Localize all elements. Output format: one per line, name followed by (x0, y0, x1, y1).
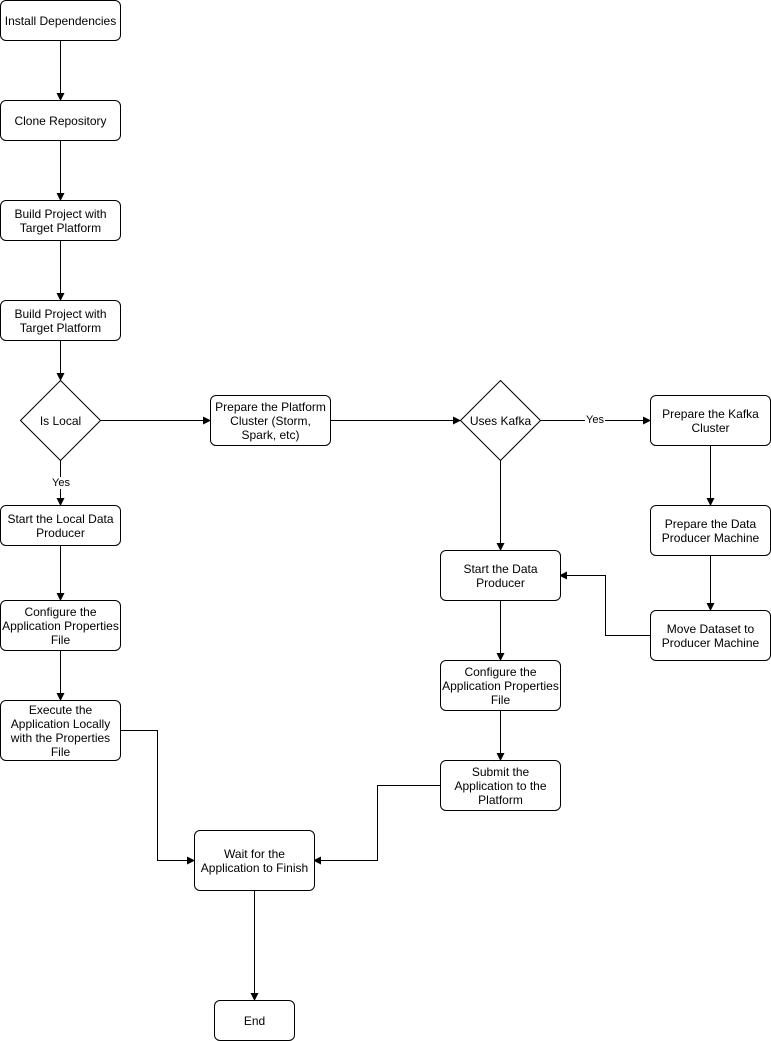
node-install-dependencies: Install Dependencies (0, 0, 121, 41)
node-start-data-producer: Start the Data Producer (440, 550, 561, 601)
decision-uses-kafka: Uses Kafka (460, 380, 541, 461)
node-clone-repository: Clone Repository (0, 100, 121, 141)
edge-label-is-local-yes: Yes (51, 477, 71, 489)
node-prepare-data-producer-machine: Prepare the Data Producer Machine (650, 505, 771, 556)
node-end: End (214, 1000, 295, 1041)
edge-execute-local-to-wait (120, 730, 195, 865)
node-submit-application: Submit the Application to the Platform (440, 760, 561, 811)
node-prepare-kafka-cluster: Prepare the Kafka Cluster (650, 395, 771, 446)
decision-uses-kafka-label: Uses Kafka (469, 413, 532, 428)
decision-is-local-label: Is Local (39, 413, 82, 428)
node-wait-for-finish: Wait for the Application to Finish (194, 830, 315, 891)
node-configure-properties-remote: Configure the Application Properties Fil… (440, 660, 561, 711)
node-execute-locally: Execute the Application Locally with the… (0, 700, 121, 761)
node-build-project-1: Build Project with Target Platform (0, 200, 121, 241)
node-configure-properties-local: Configure the Application Properties Fil… (0, 600, 121, 651)
decision-is-local: Is Local (20, 380, 101, 461)
edge-move-dataset-to-start-producer (559, 571, 650, 636)
node-move-dataset: Move Dataset to Producer Machine (650, 610, 771, 661)
node-prepare-platform-cluster: Prepare the Platform Cluster (Storm, Spa… (210, 395, 331, 446)
decision-is-local-shape (20, 380, 101, 461)
edge-submit-to-wait (313, 785, 440, 865)
decision-uses-kafka-shape (460, 380, 541, 461)
edge-label-uses-kafka-yes: Yes (585, 414, 605, 426)
node-start-local-data-producer: Start the Local Data Producer (0, 505, 121, 546)
node-build-project-2: Build Project with Target Platform (0, 300, 121, 341)
